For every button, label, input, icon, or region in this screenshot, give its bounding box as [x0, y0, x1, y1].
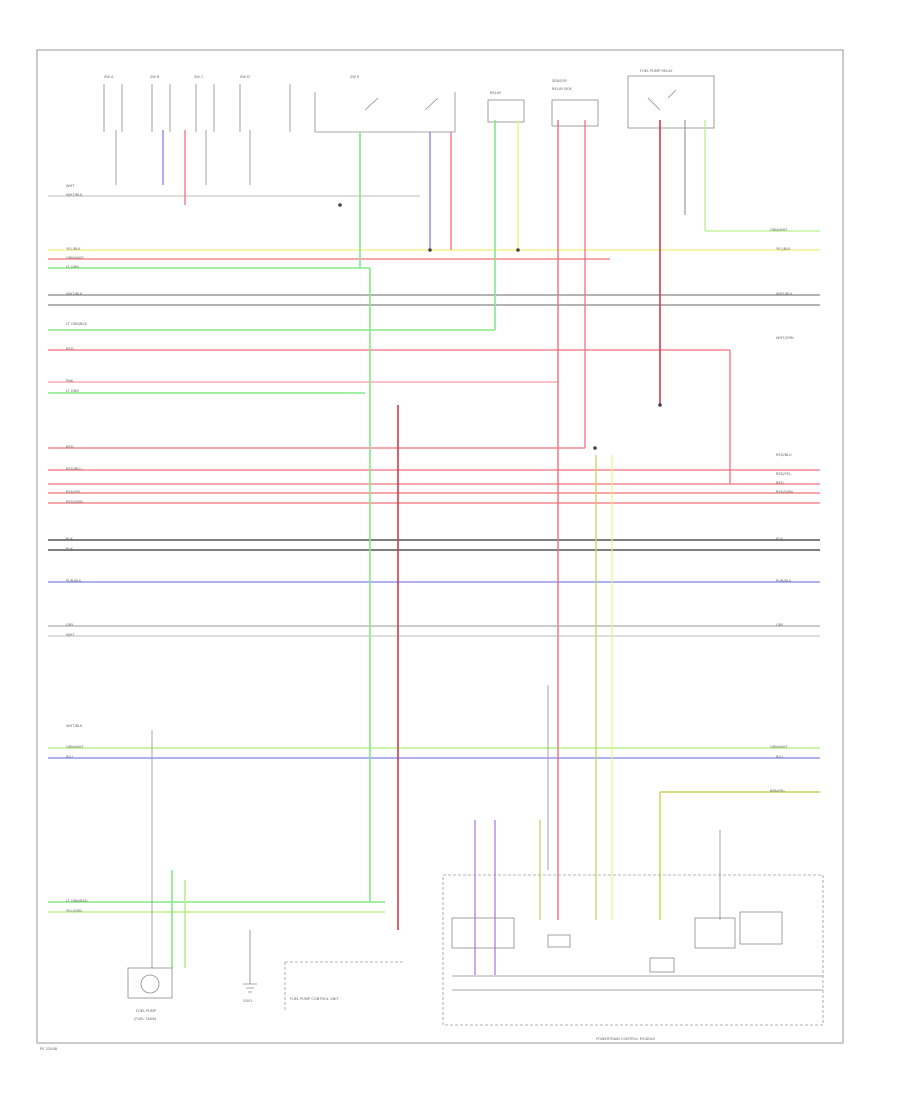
relay-box-label: RELAY BOX — [552, 87, 572, 91]
pcm-module-e — [649, 957, 675, 973]
pcm-module-b — [547, 934, 571, 948]
label-pur-blk: PUR/BLK — [66, 579, 82, 583]
ground-wire — [243, 930, 257, 993]
switch-b-bracket — [151, 84, 171, 132]
fuel-pump-relay-label: FUEL PUMP RELAY — [640, 69, 673, 73]
switch-a-bracket — [103, 84, 123, 132]
ground-label: G501 — [243, 999, 253, 1003]
fuel-pump-label: FUEL PUMP — [136, 1009, 157, 1013]
label-top-a: WHT — [66, 184, 75, 188]
pcm-module-d — [739, 911, 783, 945]
vertical-wire-group — [115, 120, 731, 975]
label-red-2: RED — [66, 445, 74, 449]
label-right-wht-grn: WHT/GRN — [776, 336, 794, 340]
diagram-frame — [36, 49, 844, 1044]
label-red-grn: RED/GRN — [66, 500, 83, 504]
label-grn-wht-2: GRN/WHT — [66, 745, 84, 749]
fpcu-outline — [284, 961, 405, 1010]
pcm-outline — [442, 874, 824, 1026]
label-right-wht-blk: WHT/BLK — [776, 292, 793, 296]
fuel-pump-relay-contact — [647, 89, 677, 111]
splice-dot-3 — [593, 446, 597, 450]
pcm-component: POWERTRAIN CONTROL MODULE — [442, 874, 824, 1041]
fuel-pump-relay-block: FUEL PUMP RELAY — [627, 69, 715, 129]
label-lt-grn: LT GRN — [66, 265, 79, 269]
label-right-blu: BLU — [776, 755, 783, 759]
label-lt-grn-2: LT GRN — [66, 389, 79, 393]
relay-small-box — [487, 99, 525, 123]
label-top-b: WHT/BLK — [66, 193, 83, 197]
pcm-label: POWERTRAIN CONTROL MODULE — [596, 1037, 656, 1041]
splice-dot-4 — [658, 403, 662, 407]
switch-d-bracket — [239, 84, 291, 132]
relay-center-outline — [314, 92, 456, 133]
label-right-red-yel: RED/YEL — [776, 472, 791, 476]
pcm-module-c — [694, 917, 736, 949]
label-blk-2: BLK — [66, 547, 73, 551]
label-wht-blk-2: WHT/BLK — [66, 724, 83, 728]
fuel-pump-sublabel: (FUEL TANK) — [134, 1017, 157, 1021]
relay-block-small: RELAY — [487, 91, 525, 123]
sensor-label: SENSOR — [552, 79, 567, 83]
switch-c-bracket — [195, 84, 215, 132]
fuel-pump-box — [127, 967, 173, 999]
label-grn-wht: GRN/WHT — [66, 256, 84, 260]
fuel-pump-component: FUEL PUMP (FUEL TANK) — [127, 967, 173, 1021]
switch-a-label: SW A — [104, 75, 114, 79]
splice-dot-1 — [516, 248, 520, 252]
label-red-yel: RED/YEL — [66, 490, 81, 494]
pcm-module-a — [451, 917, 515, 949]
label-blk-1: BLK — [66, 537, 73, 541]
label-right-grn-wht: GRN/WHT — [770, 228, 788, 232]
label-right-pur-blk: PUR/BLK — [776, 579, 792, 583]
fuel-pump-control-unit-component: FUEL PUMP CONTROL UNIT — [284, 961, 405, 1010]
label-right-blk: BLK — [776, 537, 783, 541]
splice-dot-0 — [428, 248, 432, 252]
relay-center-label: SW E — [350, 75, 360, 79]
label-right-red: RED — [776, 481, 784, 485]
label-lt-grn-blk: LT GRN/BLK — [66, 322, 87, 326]
label-yel-blk: YEL/BLK — [66, 247, 81, 251]
label-lt-grn-red: LT GRN/RED — [66, 899, 88, 903]
fuel-pump-relay-box — [627, 75, 715, 129]
switch-b-label: SW B — [150, 75, 160, 79]
label-wht: WHT — [66, 633, 75, 637]
sensor-box — [551, 99, 599, 127]
label-right-red-blu: RED/BLU — [776, 453, 792, 457]
label-gry-1: GRY — [66, 623, 74, 627]
label-right-red-grn: RED/GRN — [776, 490, 793, 494]
label-pnk: PNK — [66, 379, 74, 383]
switch-c-label: SW C — [194, 75, 204, 79]
label-wht-blk-1: WHT/BLK — [66, 292, 83, 296]
label-yel-grn: YEL/GRN — [66, 909, 82, 913]
footer-code: PS 22048 — [40, 1047, 58, 1051]
splice-dot-2 — [338, 203, 342, 207]
fpcu-label: FUEL PUMP CONTROL UNIT — [290, 997, 339, 1001]
label-right-gry: GRY — [776, 623, 784, 627]
label-red-blu: RED/BLU — [66, 467, 82, 471]
label-right-brn-yel: BRN/YEL — [770, 789, 785, 793]
sensor-block: SENSOR RELAY BOX — [551, 79, 599, 127]
switch-d-label: SW D — [240, 75, 250, 79]
label-red-1: RED — [66, 347, 74, 351]
relay-block-center: SW E — [314, 75, 456, 133]
horizontal-wire-group — [48, 195, 820, 913]
fuel-pump-motor-icon — [140, 974, 160, 994]
ground-component: G501 — [243, 930, 257, 1003]
label-right-yel-blk: YEL/BLK — [776, 247, 791, 251]
label-blu-1: BLU — [66, 755, 73, 759]
relay-center-switch — [364, 97, 439, 111]
pcm-internal-bus — [452, 975, 823, 991]
top-switch-group: SW A SW B SW C SW D — [103, 75, 291, 132]
relay-small-label: RELAY — [490, 91, 502, 95]
label-right-grn-wht-2: GRN/WHT — [770, 745, 788, 749]
